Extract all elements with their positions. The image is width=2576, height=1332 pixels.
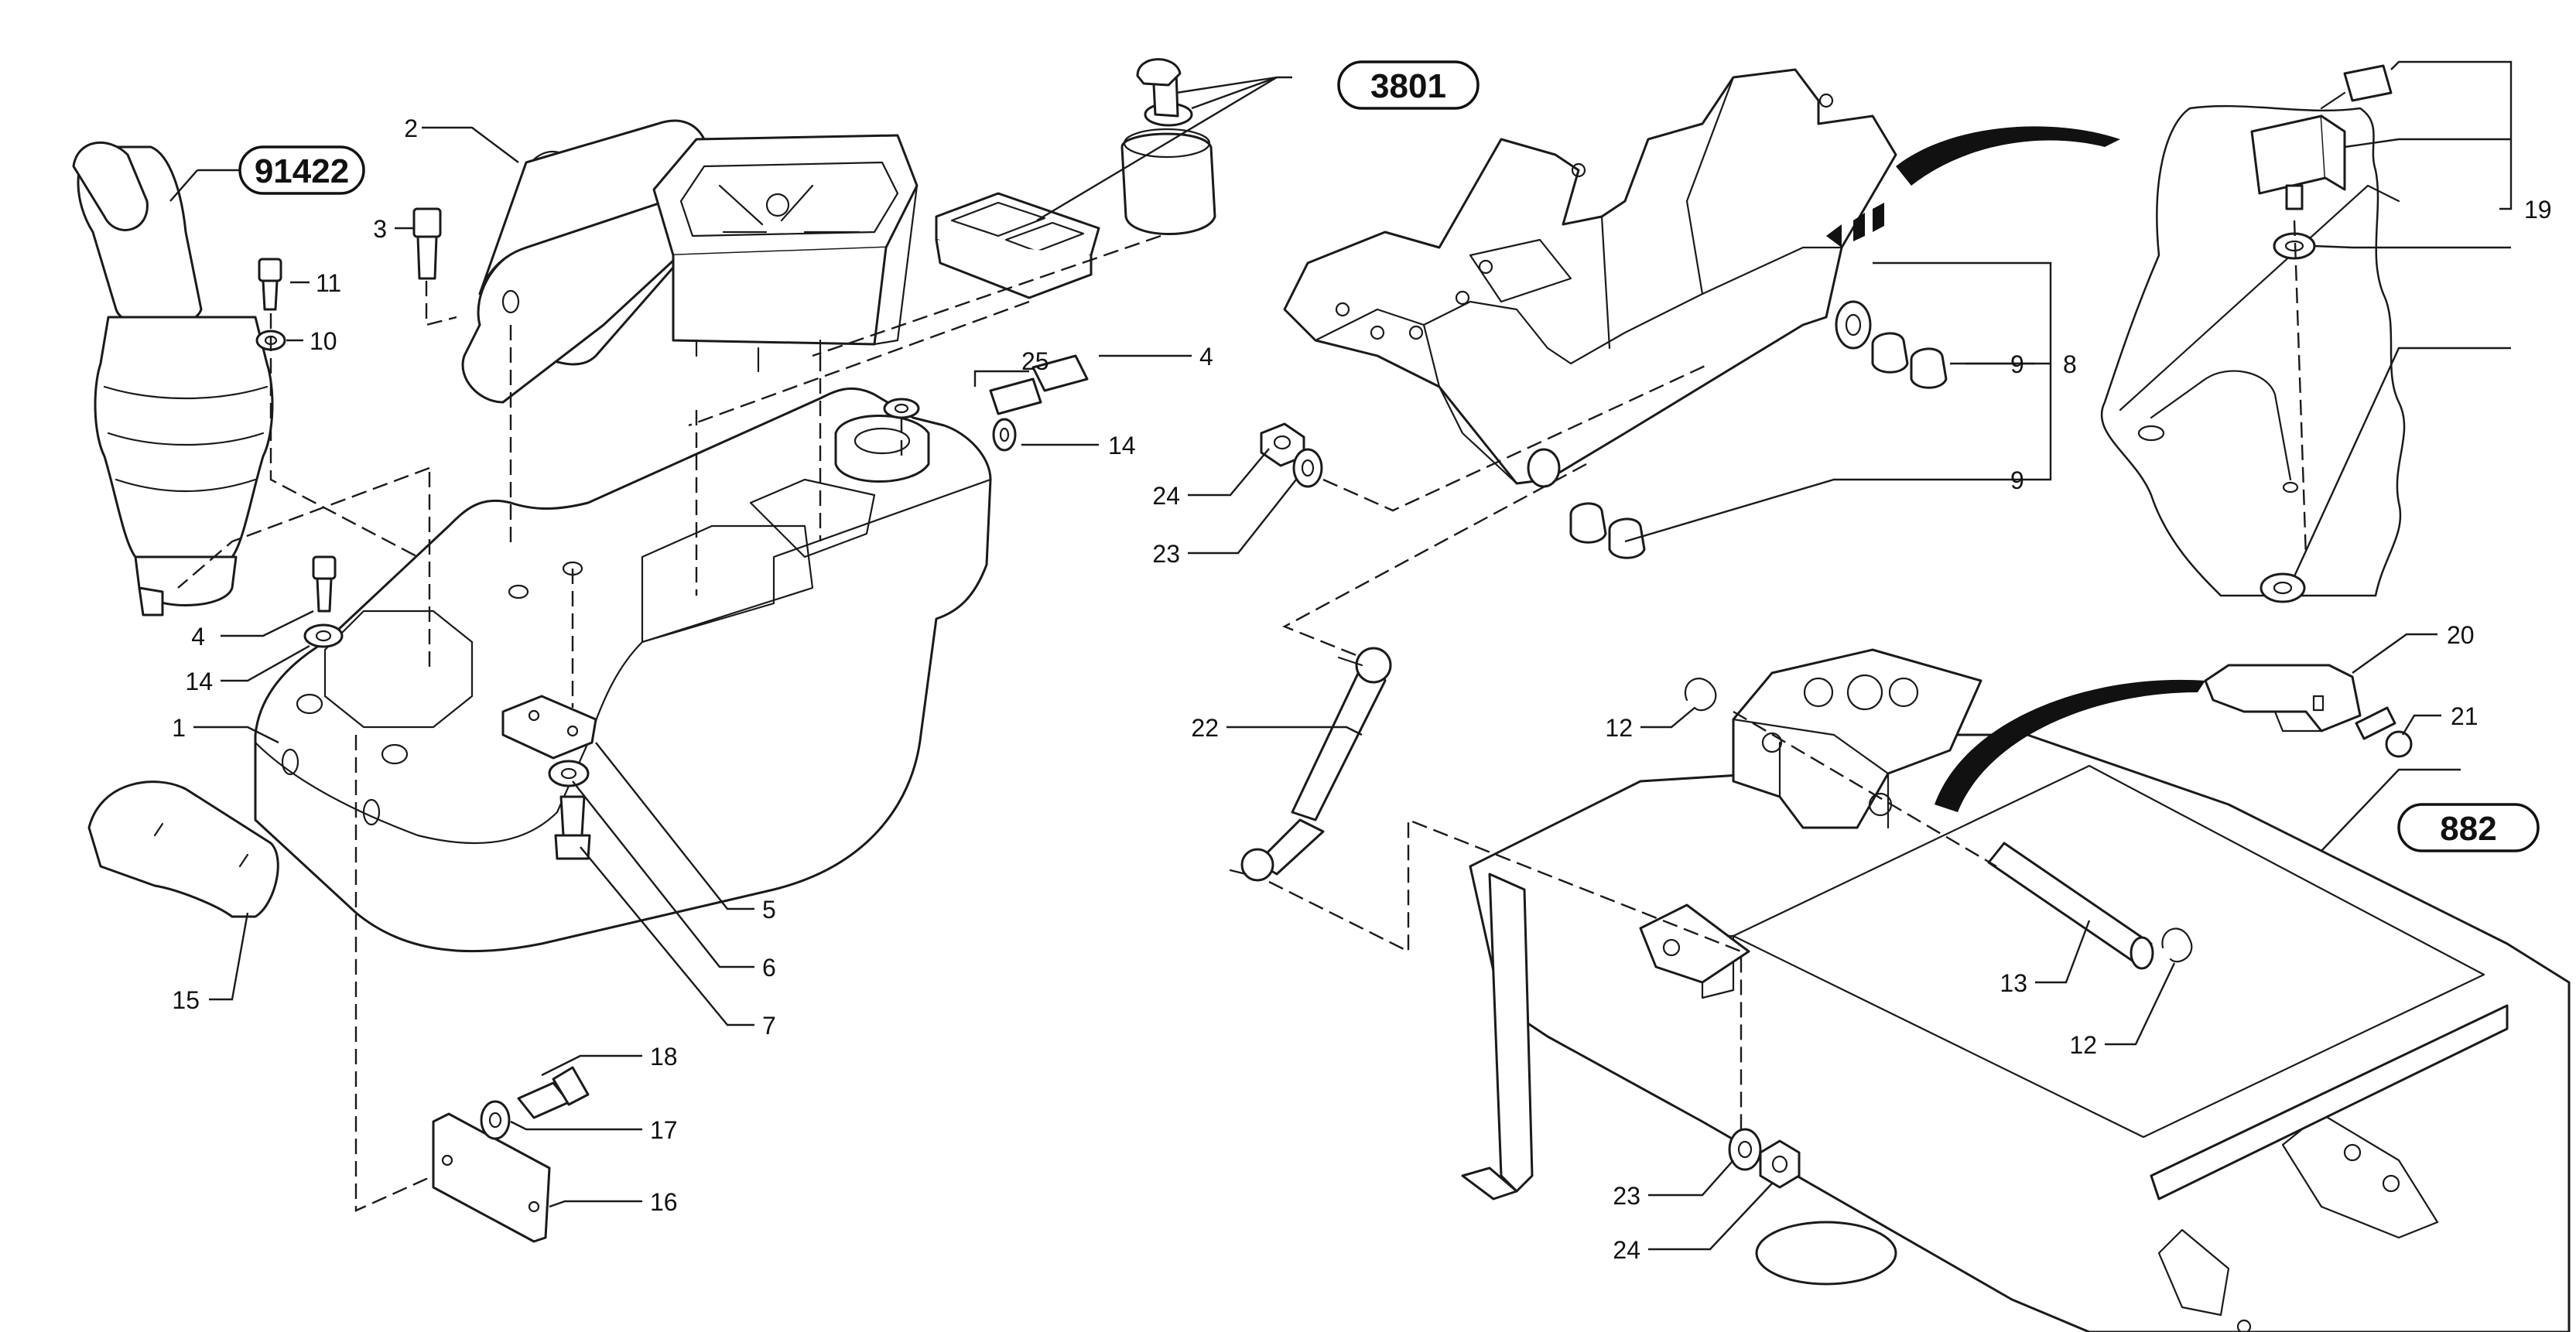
- part-number-14-right: 14: [1108, 432, 1136, 459]
- washer-14-left: [303, 623, 344, 648]
- washer-14-right: [992, 418, 1017, 452]
- part-number-21: 21: [2451, 702, 2479, 730]
- ignition-switch: [1120, 58, 1216, 235]
- part-number-18: 18: [650, 1043, 678, 1071]
- part-number-5: 5: [762, 896, 776, 924]
- part-number-12-upper: 12: [1605, 714, 1633, 742]
- part-number-23-upper: 23: [1152, 540, 1180, 568]
- nut-24-upper: [1260, 422, 1305, 467]
- part-number-22: 22: [1191, 714, 1219, 742]
- svg-text:882: 882: [2440, 810, 2496, 848]
- console-body: [254, 387, 992, 953]
- washer-23-lower: [1728, 1128, 1762, 1171]
- flow-arrows: [1896, 126, 2205, 812]
- nut-24-lower: [1759, 1139, 1801, 1189]
- part-number-12-lower: 12: [2069, 1031, 2097, 1059]
- part-number-11: 11: [316, 269, 341, 297]
- part-number-4-right: 4: [1199, 343, 1213, 371]
- part-number-1: 1: [172, 714, 186, 742]
- fastener-4-right: [989, 354, 1089, 415]
- part-number-17: 17: [650, 1116, 678, 1144]
- washer-23-upper: [1292, 448, 1323, 488]
- washer-17: [480, 1100, 511, 1140]
- bushings-9: [1569, 332, 1948, 559]
- washer-6: [548, 760, 590, 787]
- support-bracket-8: [1283, 68, 1897, 488]
- armrest-pad: [461, 119, 707, 404]
- part-number-9-lower: 9: [2010, 466, 2024, 494]
- svg-text:3801: 3801: [1370, 67, 1446, 105]
- part-number-15: 15: [172, 986, 200, 1014]
- part-number-23-lower: 23: [1613, 1182, 1640, 1210]
- part-number-13: 13: [2000, 969, 2027, 997]
- svg-text:91422: 91422: [255, 152, 349, 190]
- part-number-16: 16: [650, 1188, 678, 1216]
- gas-strut-22: [1229, 647, 1392, 882]
- instrument-panel: [652, 134, 919, 373]
- part-number-9-upper: 9: [2010, 350, 2024, 378]
- joystick-assembly: [72, 142, 274, 616]
- ref-label-91422: 91422: [238, 145, 365, 195]
- part-number-7: 7: [762, 1012, 776, 1040]
- plate-5: [501, 695, 597, 760]
- fastener-3: [412, 207, 442, 280]
- ref-label-3801: 3801: [1337, 60, 1480, 110]
- part-number-24-lower: 24: [1613, 1236, 1640, 1264]
- part-number-25: 25: [1021, 347, 1049, 375]
- fastener-7: [554, 795, 591, 860]
- fastener-18: [517, 1066, 590, 1119]
- clip-12-lower: [2161, 927, 2193, 963]
- assembly-lines: [177, 220, 2307, 1212]
- part-number-8: 8: [2063, 350, 2077, 378]
- part-number-6: 6: [762, 954, 776, 982]
- base-frame-882: [1461, 733, 2571, 1332]
- part-number-24-upper: 24: [1152, 482, 1180, 510]
- handle-cover-15: [87, 780, 279, 918]
- part-number-14-left: 14: [185, 668, 213, 695]
- part-number-10: 10: [310, 327, 337, 355]
- part-number-20: 20: [2447, 621, 2475, 649]
- fastener-11: [258, 258, 282, 311]
- plate-16: [432, 1112, 551, 1243]
- washer-25: [883, 398, 920, 419]
- part-number-2: 2: [404, 114, 418, 142]
- fastener-4-left: [312, 555, 337, 613]
- part-number-19: 19: [2524, 196, 2552, 224]
- leader-lines: [169, 60, 2513, 1251]
- part-number-4-left: 4: [191, 623, 205, 651]
- part-number-3: 3: [373, 215, 387, 243]
- clip-12-upper: [1685, 678, 1717, 712]
- detail-view-19: [2100, 64, 2406, 603]
- ref-label-882: 882: [2397, 803, 2540, 852]
- hinge-block: [1732, 648, 1982, 829]
- bracket-20: [2204, 664, 2362, 733]
- part-number-labels: 2 3 11 10 4 14 1 15 5 6 7 18 17 16 25 4 …: [172, 114, 2551, 1264]
- switch-panel: [935, 192, 1100, 299]
- screw-21: [2355, 706, 2413, 758]
